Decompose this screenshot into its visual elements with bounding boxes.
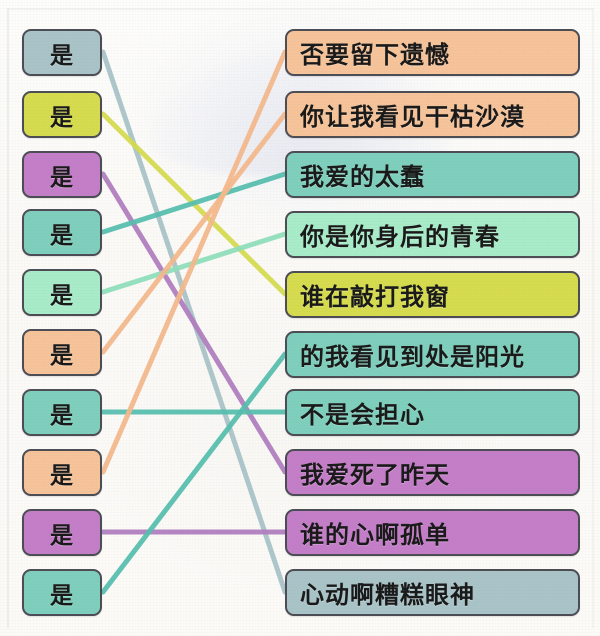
left-tile-l5[interactable]: 是: [22, 269, 102, 316]
connection-line-l4-r3: [100, 171, 288, 235]
right-tile-label: 不是会担心: [300, 401, 425, 429]
right-tile-label: 谁的心啊孤单: [300, 521, 450, 549]
left-tile-label: 是: [50, 342, 74, 369]
right-tile-r8[interactable]: 我爱死了昨天: [285, 449, 580, 496]
right-tile-r3[interactable]: 我爱的太蠢: [285, 151, 580, 198]
left-tile-label: 是: [50, 222, 74, 249]
right-tile-label: 否要留下遗憾: [300, 41, 450, 69]
page-edge-right: [592, 8, 594, 628]
right-tile-r10[interactable]: 心动啊糟糕眼神: [285, 569, 580, 616]
left-tile-label: 是: [50, 104, 74, 131]
page-edge-left: [7, 8, 9, 628]
connection-line-l3-r8: [100, 171, 288, 475]
left-tile-l10[interactable]: 是: [22, 569, 102, 616]
right-tile-label: 我爱死了昨天: [300, 461, 450, 489]
left-tile-label: 是: [50, 282, 74, 309]
left-tile-l3[interactable]: 是: [22, 151, 102, 198]
left-tile-l1[interactable]: 是: [22, 29, 102, 76]
left-tile-l9[interactable]: 是: [22, 509, 102, 556]
left-tile-l2[interactable]: 是: [22, 91, 102, 138]
left-tile-label: 是: [50, 582, 74, 609]
right-tile-r9[interactable]: 谁的心啊孤单: [285, 509, 580, 556]
right-tile-r4[interactable]: 你是你身后的青春: [285, 211, 580, 258]
right-tile-label: 我爱的太蠢: [300, 163, 425, 191]
right-tile-r7[interactable]: 不是会担心: [285, 389, 580, 436]
right-tile-label: 你是你身后的青春: [300, 223, 500, 251]
page-edge-top: [7, 8, 593, 10]
left-tile-l4[interactable]: 是: [22, 209, 102, 256]
right-tile-r6[interactable]: 的我看见到处是阳光: [285, 331, 580, 378]
left-tile-l8[interactable]: 是: [22, 449, 102, 496]
right-tile-r5[interactable]: 谁在敲打我窗: [285, 271, 580, 318]
right-tile-r2[interactable]: 你让我看见干枯沙漠: [285, 91, 580, 138]
left-tile-label: 是: [50, 42, 74, 69]
right-tile-label: 心动啊糟糕眼神: [300, 581, 475, 609]
left-tile-label: 是: [50, 402, 74, 429]
right-tile-label: 谁在敲打我窗: [300, 283, 450, 311]
connection-line-l5-r4: [100, 231, 288, 295]
left-tile-l7[interactable]: 是: [22, 389, 102, 436]
left-tile-label: 是: [50, 164, 74, 191]
right-tile-label: 你让我看见干枯沙漠: [300, 103, 525, 131]
right-tile-r1[interactable]: 否要留下遗憾: [285, 29, 580, 76]
connection-line-l10-r6: [100, 351, 288, 595]
right-tile-label: 的我看见到处是阳光: [300, 343, 525, 371]
left-tile-l6[interactable]: 是: [22, 329, 102, 376]
left-tile-label: 是: [50, 462, 74, 489]
left-tile-label: 是: [50, 522, 74, 549]
